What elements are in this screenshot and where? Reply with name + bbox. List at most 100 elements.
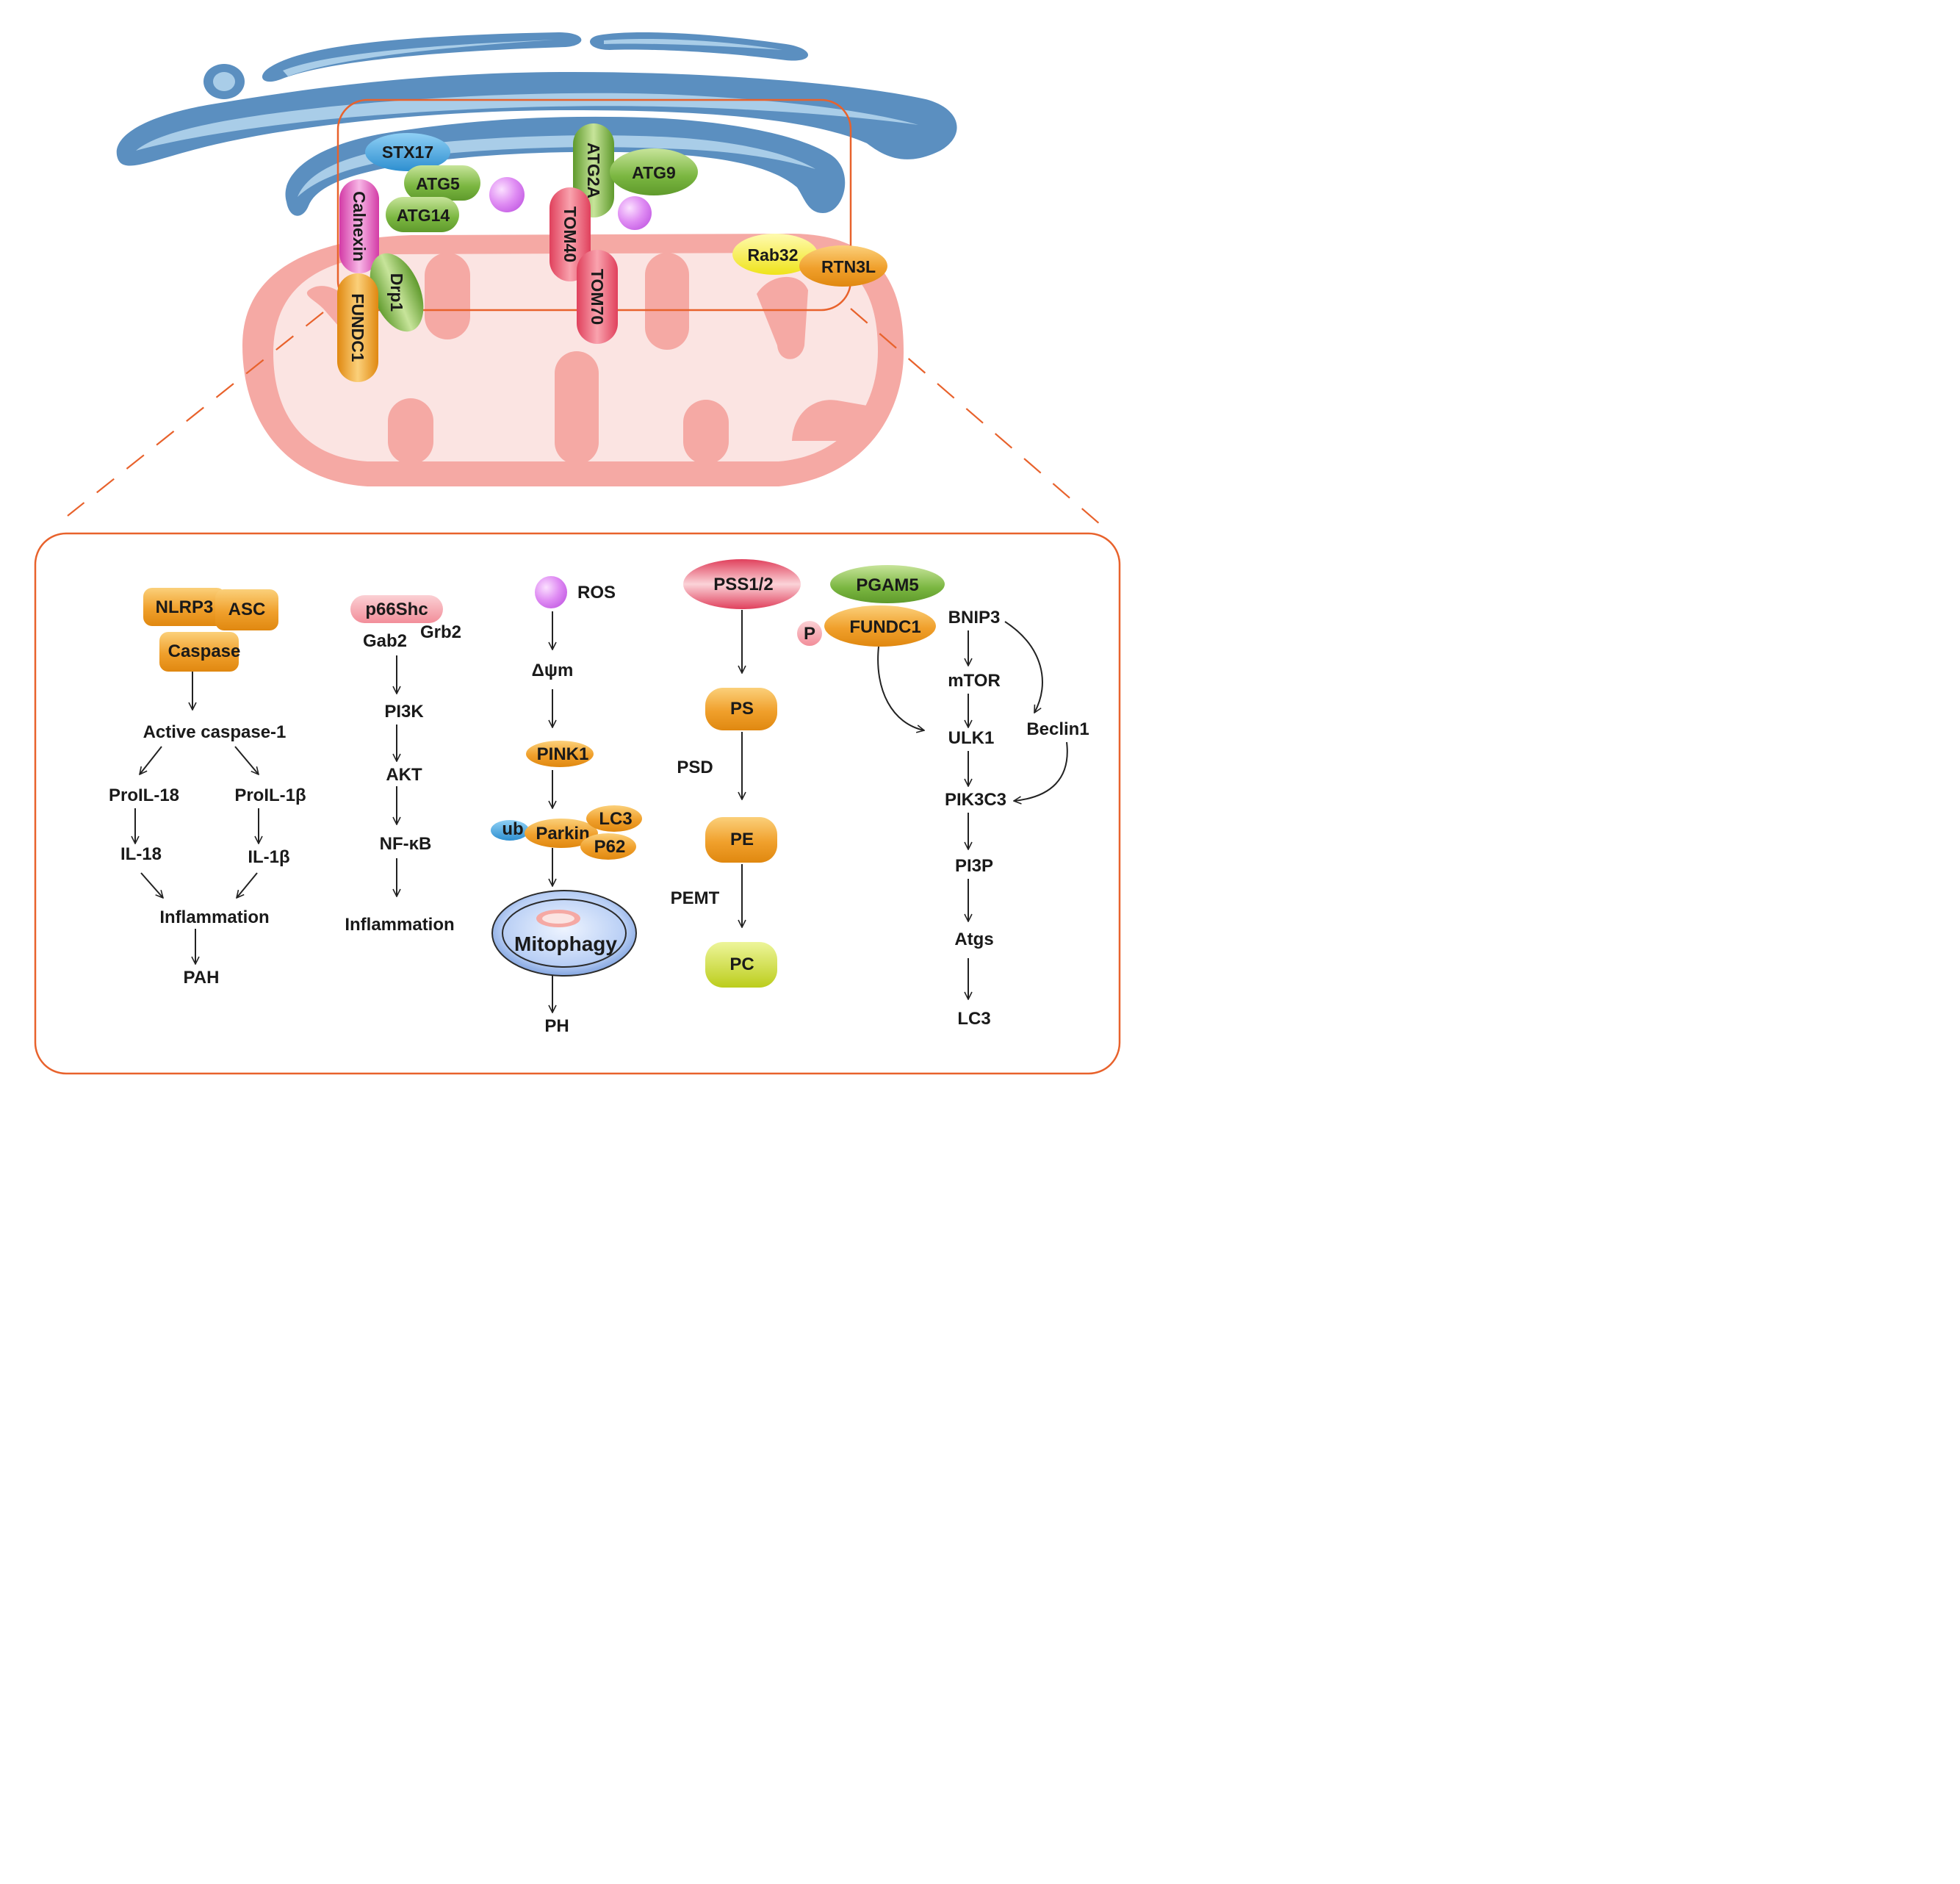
node-akt: AKT [386,765,422,785]
svg-text:ATG5: ATG5 [416,174,460,193]
svg-text:TOM40: TOM40 [561,206,580,262]
protein-tom70: TOM70 [577,250,618,344]
pathway-lipid: PSS1/2 PS PSD PE PEMT PC [671,559,801,988]
node-il-18: IL-18 [120,844,162,864]
svg-text:ATG2A: ATG2A [584,143,603,198]
svg-text:TOM70: TOM70 [588,269,607,325]
svg-text:Drp1: Drp1 [387,273,406,312]
node-atgs: Atgs [954,930,993,949]
mam-proteins: STX17 ATG5 ATG14 Calnexin Drp1 FUNDC1 AT… [337,123,887,382]
svg-text:p66Shc: p66Shc [365,600,428,619]
mito-cristae [306,253,867,464]
node-asc: ASC [215,589,278,630]
svg-text:FUNDC1: FUNDC1 [849,617,920,637]
node-active-caspase-1: Active caspase-1 [143,722,287,742]
node-fundc1: FUNDC1 [824,605,936,647]
node-lc3-mito: LC3 [586,805,642,832]
node-pe: PE [705,817,777,863]
svg-text:PSS1/2: PSS1/2 [713,575,773,594]
svg-text:P: P [804,624,815,644]
node-beclin1: Beclin1 [1026,719,1089,739]
protein-drp1: Drp1 [370,253,424,332]
endoplasmic-reticulum [116,32,957,216]
zoom-line-left [67,312,324,517]
node-caspase: Caspase [159,632,240,672]
protein-stx17: STX17 [365,133,450,171]
protein-atg5: ATG5 [404,165,480,201]
svg-text:Mitophagy: Mitophagy [514,932,617,955]
node-inflammation-2: Inflammation [345,915,454,935]
pathway-autophagy: PGAM5 P FUNDC1 BNIP3 mTOR ULK1 Beclin1 P… [797,565,1089,1029]
node-ph: PH [544,1016,569,1036]
node-inflammation-1: Inflammation [159,907,269,927]
node-ros: ROS [577,583,616,603]
svg-text:LC3: LC3 [599,809,632,829]
zoom-line-right [850,308,1106,530]
svg-text:ATG14: ATG14 [397,206,450,225]
svg-text:Rab32: Rab32 [747,245,798,265]
er-cisterna-top-left [262,32,582,82]
node-ub: ub [491,819,529,841]
protein-rtn3l: RTN3L [799,245,887,287]
node-p66shc: p66Shc [350,595,443,623]
protein-rab32: Rab32 [732,234,818,275]
protein-tom40: TOM40 [550,187,591,281]
svg-text:PGAM5: PGAM5 [856,575,918,595]
er-cisterna-top-right [590,32,808,61]
svg-text:STX17: STX17 [382,143,433,162]
node-nlrp3: NLRP3 [143,588,226,626]
er-cisterna-main [116,72,957,166]
svg-text:Calnexin: Calnexin [350,191,369,262]
svg-text:FUNDC1: FUNDC1 [348,293,367,362]
node-parkin: Parkin [525,819,598,848]
node-autophagosome: Mitophagy [491,890,637,977]
node-pss: PSS1/2 [683,559,801,609]
node-pgam5: PGAM5 [830,565,945,603]
node-proil-1b: ProIL-1β [234,785,306,805]
mam-diagram: STX17 ATG5 ATG14 Calnexin Drp1 FUNDC1 AT… [34,32,1121,1075]
pathway-panel [34,532,1121,1075]
node-delta-psi-m: Δψm [532,661,574,680]
pathway-mitophagy: ROS Δψm PINK1 ub Parkin LC3 P62 [491,576,642,1036]
svg-text:NLRP3: NLRP3 [156,597,214,617]
ros-molecule [489,177,525,212]
label-pemt: PEMT [671,888,720,908]
svg-text:ub: ub [502,819,523,839]
node-il-1b: IL-1β [248,847,289,867]
svg-text:RTN3L: RTN3L [821,257,876,276]
node-pi3k: PI3K [384,702,424,722]
node-proil-18: ProIL-18 [109,785,179,805]
protein-atg14: ATG14 [386,197,459,232]
ros-icon [535,576,567,608]
svg-text:PC: PC [729,954,754,974]
node-pik3c3: PIK3C3 [945,790,1006,810]
node-pi3p: PI3P [955,856,993,876]
svg-text:ATG9: ATG9 [632,163,676,182]
node-bnip3: BNIP3 [948,608,1001,628]
svg-text:Caspase: Caspase [168,641,241,661]
svg-text:P62: P62 [594,837,626,857]
svg-text:PS: PS [730,699,754,719]
protein-fundc1-mam: FUNDC1 [337,273,378,382]
node-ps: PS [705,688,777,730]
svg-text:PE: PE [730,830,754,849]
node-pah: PAH [184,968,220,988]
node-lc3-auto: LC3 [957,1009,990,1029]
protein-calnexin: Calnexin [339,179,379,273]
node-pink1: PINK1 [526,741,594,767]
node-grb2: Grb2 [420,622,461,642]
pathway-inflammasome: NLRP3 ASC Caspase Active caspase-1 ProIL… [109,588,306,988]
pathway-p66shc: p66Shc Gab2 Grb2 PI3K AKT NF-κB Inflamma… [345,595,461,935]
node-phospho: P [797,621,822,646]
node-pc: PC [705,942,777,988]
node-gab2: Gab2 [363,631,407,651]
protein-atg9: ATG9 [610,148,698,195]
node-nfkb: NF-κB [380,834,432,854]
svg-text:ASC: ASC [228,600,266,619]
node-p62: P62 [580,833,636,860]
label-psd: PSD [677,758,713,777]
ros-molecule-2 [618,196,652,230]
svg-text:Parkin: Parkin [536,824,589,844]
node-mtor: mTOR [948,671,1001,691]
svg-text:PINK1: PINK1 [537,744,589,764]
